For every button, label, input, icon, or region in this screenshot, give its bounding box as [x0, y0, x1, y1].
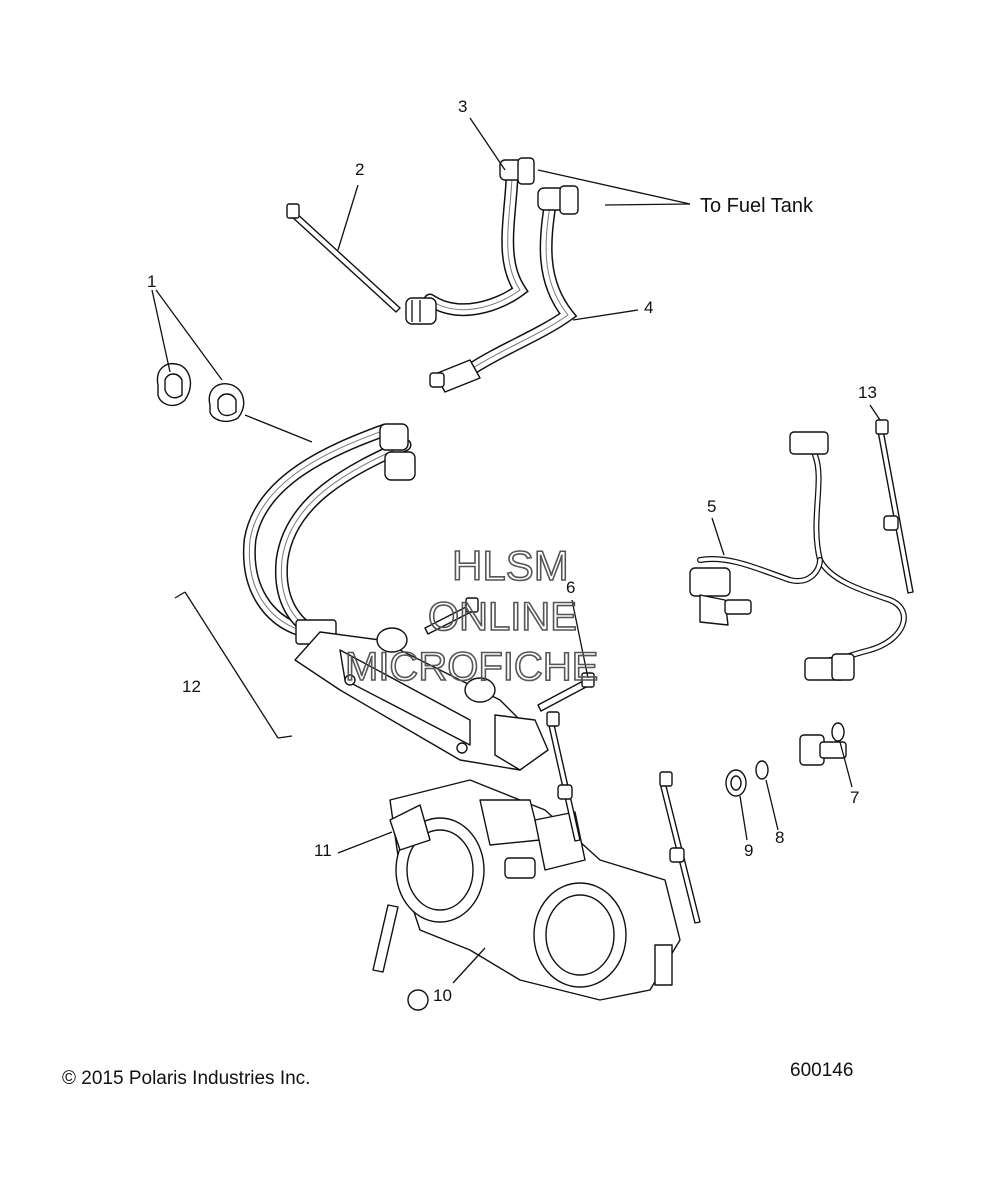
copyright-text: © 2015 Polaris Industries Inc. [62, 1068, 310, 1089]
fuel-tank-note: To Fuel Tank [700, 195, 814, 217]
callout-10: 10 [433, 986, 452, 1005]
fuel-hose-return [429, 185, 579, 393]
callout-3: 3 [458, 97, 467, 116]
watermark-line-2: ONLINE [428, 595, 577, 639]
figure-number: 600146 [790, 1060, 853, 1081]
fuel-hose-supply [405, 157, 535, 325]
callout-6: 6 [566, 578, 575, 597]
hose-clamps [156, 363, 245, 422]
callout-12: 12 [182, 677, 201, 696]
throttle-body [372, 779, 681, 1011]
fuel-rail-assembly [242, 423, 549, 771]
watermark: HLSM ONLINE MICROFICHE [344, 541, 599, 690]
throttle-cable-ties [546, 711, 701, 924]
callout-4: 4 [644, 298, 653, 317]
callout-8: 8 [775, 828, 784, 847]
callout-7: 7 [850, 788, 859, 807]
callout-labels: 1 2 3 4 5 6 7 8 9 10 11 12 13 [147, 97, 877, 1005]
watermark-line-3: MICROFICHE [345, 645, 598, 689]
callout-1: 1 [147, 272, 156, 291]
callout-2: 2 [355, 160, 364, 179]
rail-bolts [424, 597, 595, 712]
callout-5: 5 [707, 497, 716, 516]
harness-tie [875, 419, 914, 594]
callout-9: 9 [744, 841, 753, 860]
injector-seals [725, 722, 847, 797]
watermark-line-1: HLSM [452, 542, 569, 589]
cable-tie [286, 203, 401, 313]
leader-lines [151, 117, 881, 984]
injector-harness [689, 431, 907, 681]
callout-11: 11 [314, 841, 332, 860]
callout-13: 13 [858, 383, 877, 402]
